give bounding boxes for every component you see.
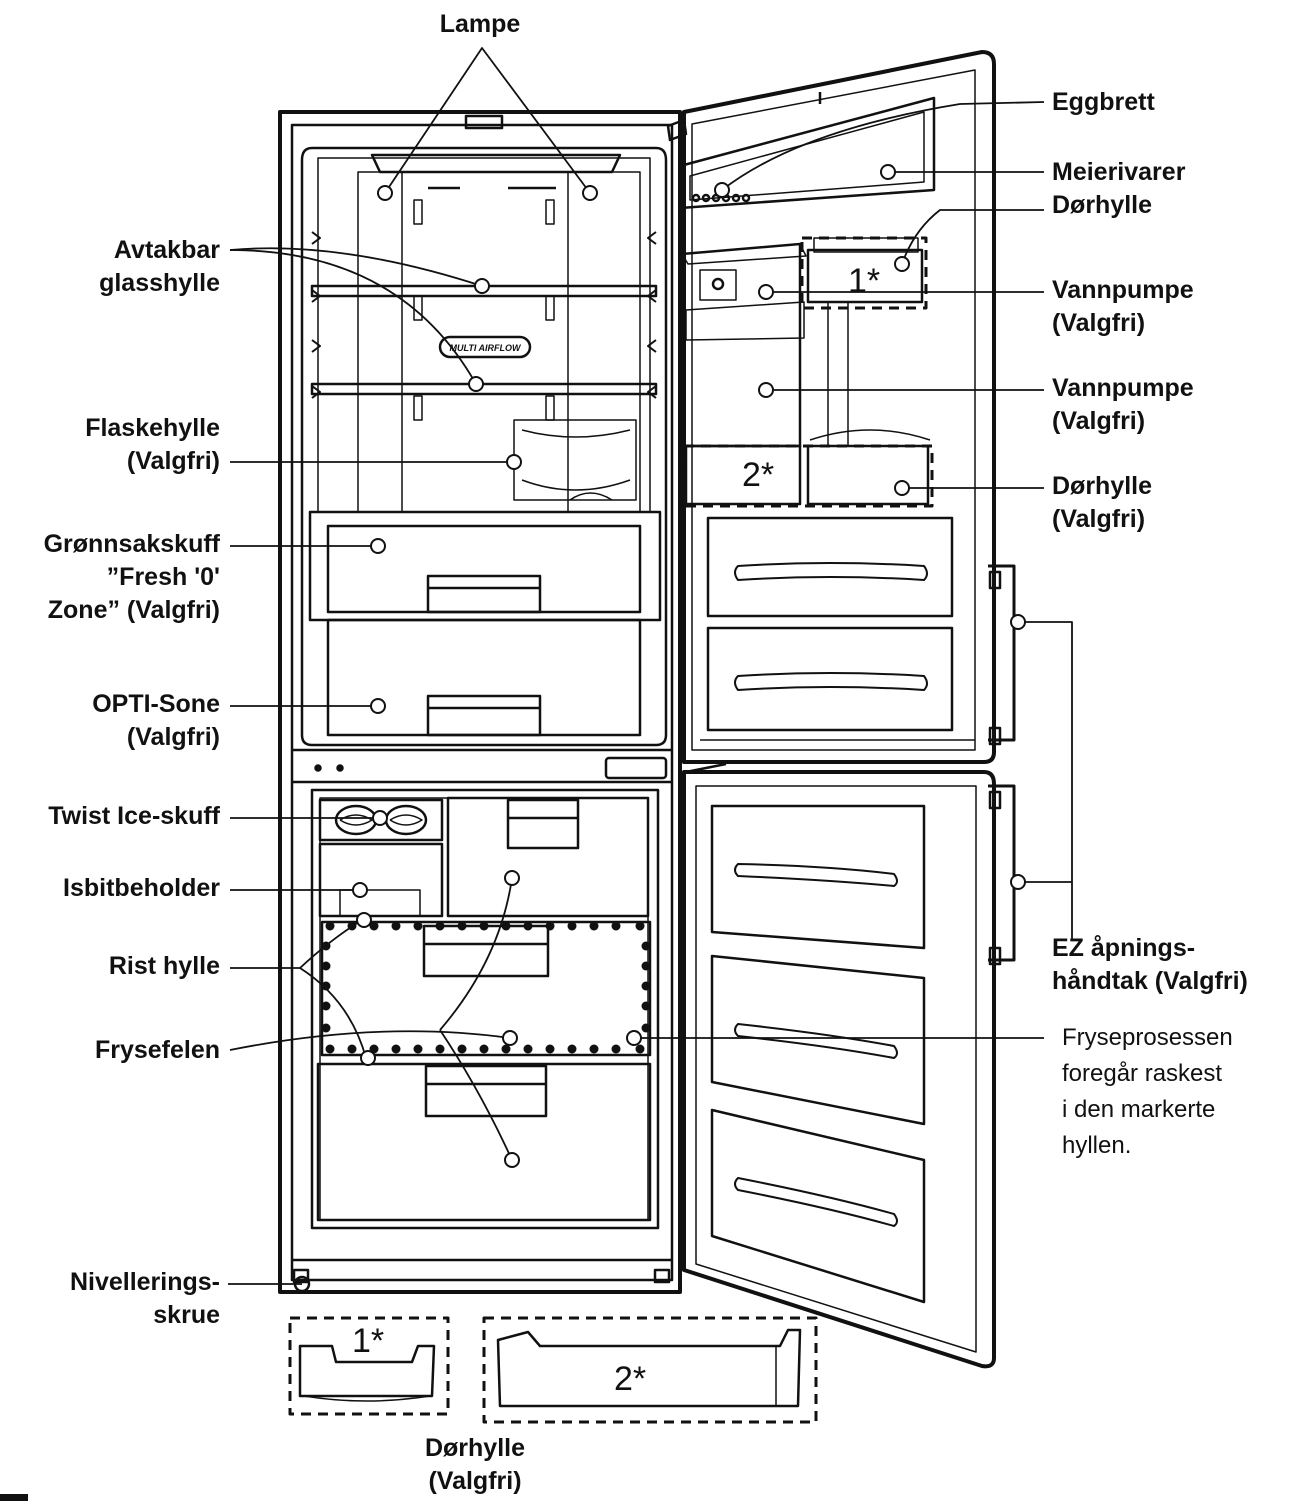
marked-fast-freeze-shelf — [322, 922, 651, 1054]
label-isbitbeholder: Isbitbeholder — [0, 872, 220, 905]
marker-1-door: 1* — [848, 262, 880, 300]
label-rist-hylle: Rist hylle — [0, 950, 220, 983]
label-nivelleringsskrue: Nivellerings-skrue — [0, 1266, 220, 1332]
label-dorhylle-right: Dørhylle(Valgfri) — [1052, 470, 1152, 536]
marker-1-loose: 1* — [352, 1322, 384, 1360]
fridge-compartment — [302, 148, 666, 745]
fridge-door — [668, 52, 1014, 762]
label-frysefelen: Frysefelen — [0, 1034, 220, 1067]
label-flaskehylle: Flaskehylle(Valgfri) — [0, 412, 220, 478]
label-opti-sone: OPTI-Sone(Valgfri) — [0, 688, 220, 754]
marker-2-door: 2* — [742, 456, 774, 494]
marker-2-loose: 2* — [614, 1360, 646, 1398]
freezer-compartment — [312, 790, 658, 1228]
multi-airflow-badge: MULTI AIRFLOW — [450, 343, 522, 353]
freezer-door — [684, 764, 1014, 1366]
label-eggbrett: Eggbrett — [1052, 86, 1155, 119]
label-twist-ice: Twist Ice-skuff — [0, 800, 220, 833]
divider-panel — [292, 750, 672, 782]
label-dorhylle-bottom: Dørhylle(Valgfri) — [380, 1432, 570, 1498]
label-gronnsakskuff: Grønnsakskuff”Fresh '0'Zone” (Valgfri) — [0, 528, 220, 627]
label-vannpumpe-2: Vannpumpe(Valgfri) — [1052, 372, 1194, 438]
label-vannpumpe-1: Vannpumpe(Valgfri) — [1052, 274, 1194, 340]
optional-shelf-boxes — [290, 238, 932, 1422]
corner-mark — [0, 1494, 28, 1501]
label-lampe: Lampe — [410, 8, 550, 41]
label-ez-handtak: EZ åpnings-håndtak (Valgfri) — [1052, 932, 1248, 998]
